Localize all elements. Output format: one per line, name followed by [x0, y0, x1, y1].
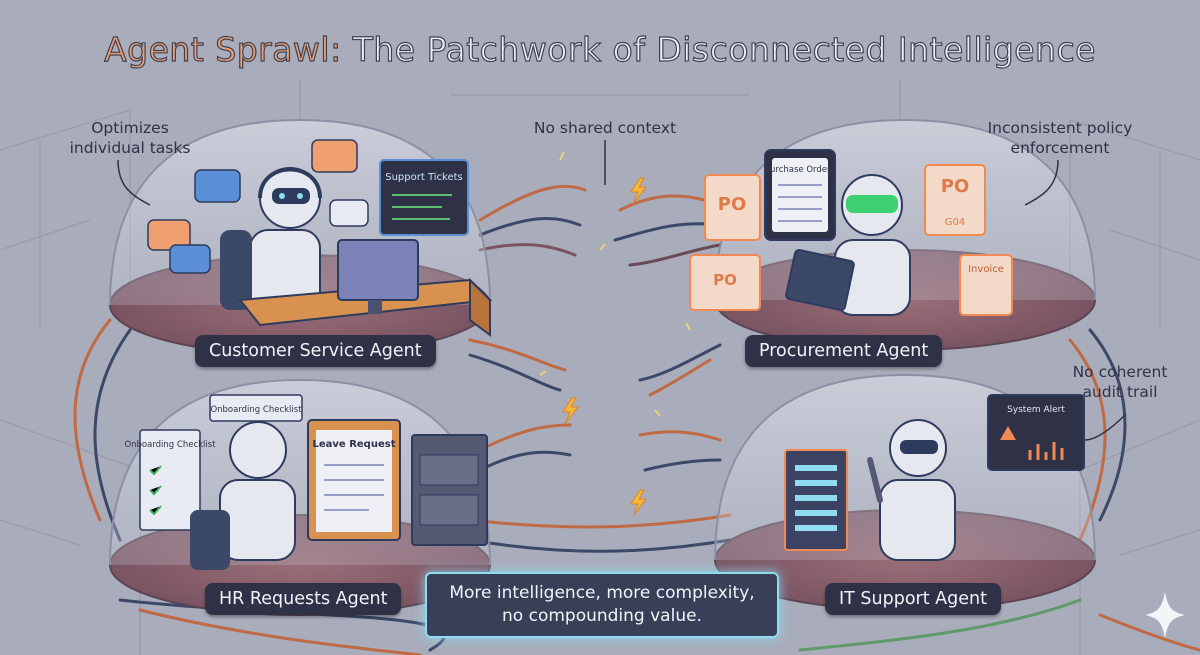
label-hr-requests-agent: HR Requests Agent	[205, 583, 402, 615]
label-it-support-agent: IT Support Agent	[825, 583, 1001, 615]
callout-no-audit-trail: No coherent audit trail	[1072, 363, 1168, 402]
callout-no-shared-context: No shared context	[533, 119, 677, 137]
po-label-3: PO	[941, 176, 970, 197]
label-procurement-agent: Procurement Agent	[745, 335, 943, 367]
callout-lines	[117, 140, 1126, 441]
cables	[73, 184, 1200, 655]
sparkle-icon	[1145, 592, 1185, 638]
dome-customer-service: Support Tickets	[109, 118, 493, 356]
leave-request-label: Leave Request	[313, 439, 396, 450]
po-label-1: PO	[718, 194, 747, 215]
banner-line-2: no compounding value.	[502, 606, 702, 626]
label-customer-service-agent: Customer Service Agent	[195, 335, 436, 367]
onboarding-checklist-label-2: Onboarding Checklist	[210, 405, 302, 415]
spark-icons	[539, 151, 691, 517]
summary-banner: More intelligence, more complexity, no c…	[425, 572, 779, 638]
purchase-orders-label: Purchase Orders	[765, 165, 835, 175]
dome-procurement: PO PO PO G04 Invoice Purchase Orders	[689, 118, 1096, 351]
page-title: Agent Sprawl: The Patchwork of Disconnec…	[0, 29, 1200, 69]
po-label-2: PO	[713, 271, 737, 289]
title-rest: The Patchwork of Disconnected Intelligen…	[341, 29, 1096, 69]
dome-it-support: System Alert	[714, 373, 1096, 611]
callout-inconsistent-policy: Inconsistent policy enforcement	[987, 119, 1133, 158]
banner-line-1: More intelligence, more complexity,	[449, 583, 755, 604]
support-tickets-label: Support Tickets	[385, 172, 463, 183]
invoice-label: Invoice	[968, 264, 1004, 275]
onboarding-checklist-label-1: Onboarding Checklist	[124, 440, 216, 450]
system-alert-label: System Alert	[1007, 405, 1065, 415]
po-number-label: G04	[945, 217, 965, 228]
title-accent: Agent Sprawl:	[103, 29, 342, 69]
callout-optimizes: Optimizes individual tasks	[69, 119, 191, 158]
